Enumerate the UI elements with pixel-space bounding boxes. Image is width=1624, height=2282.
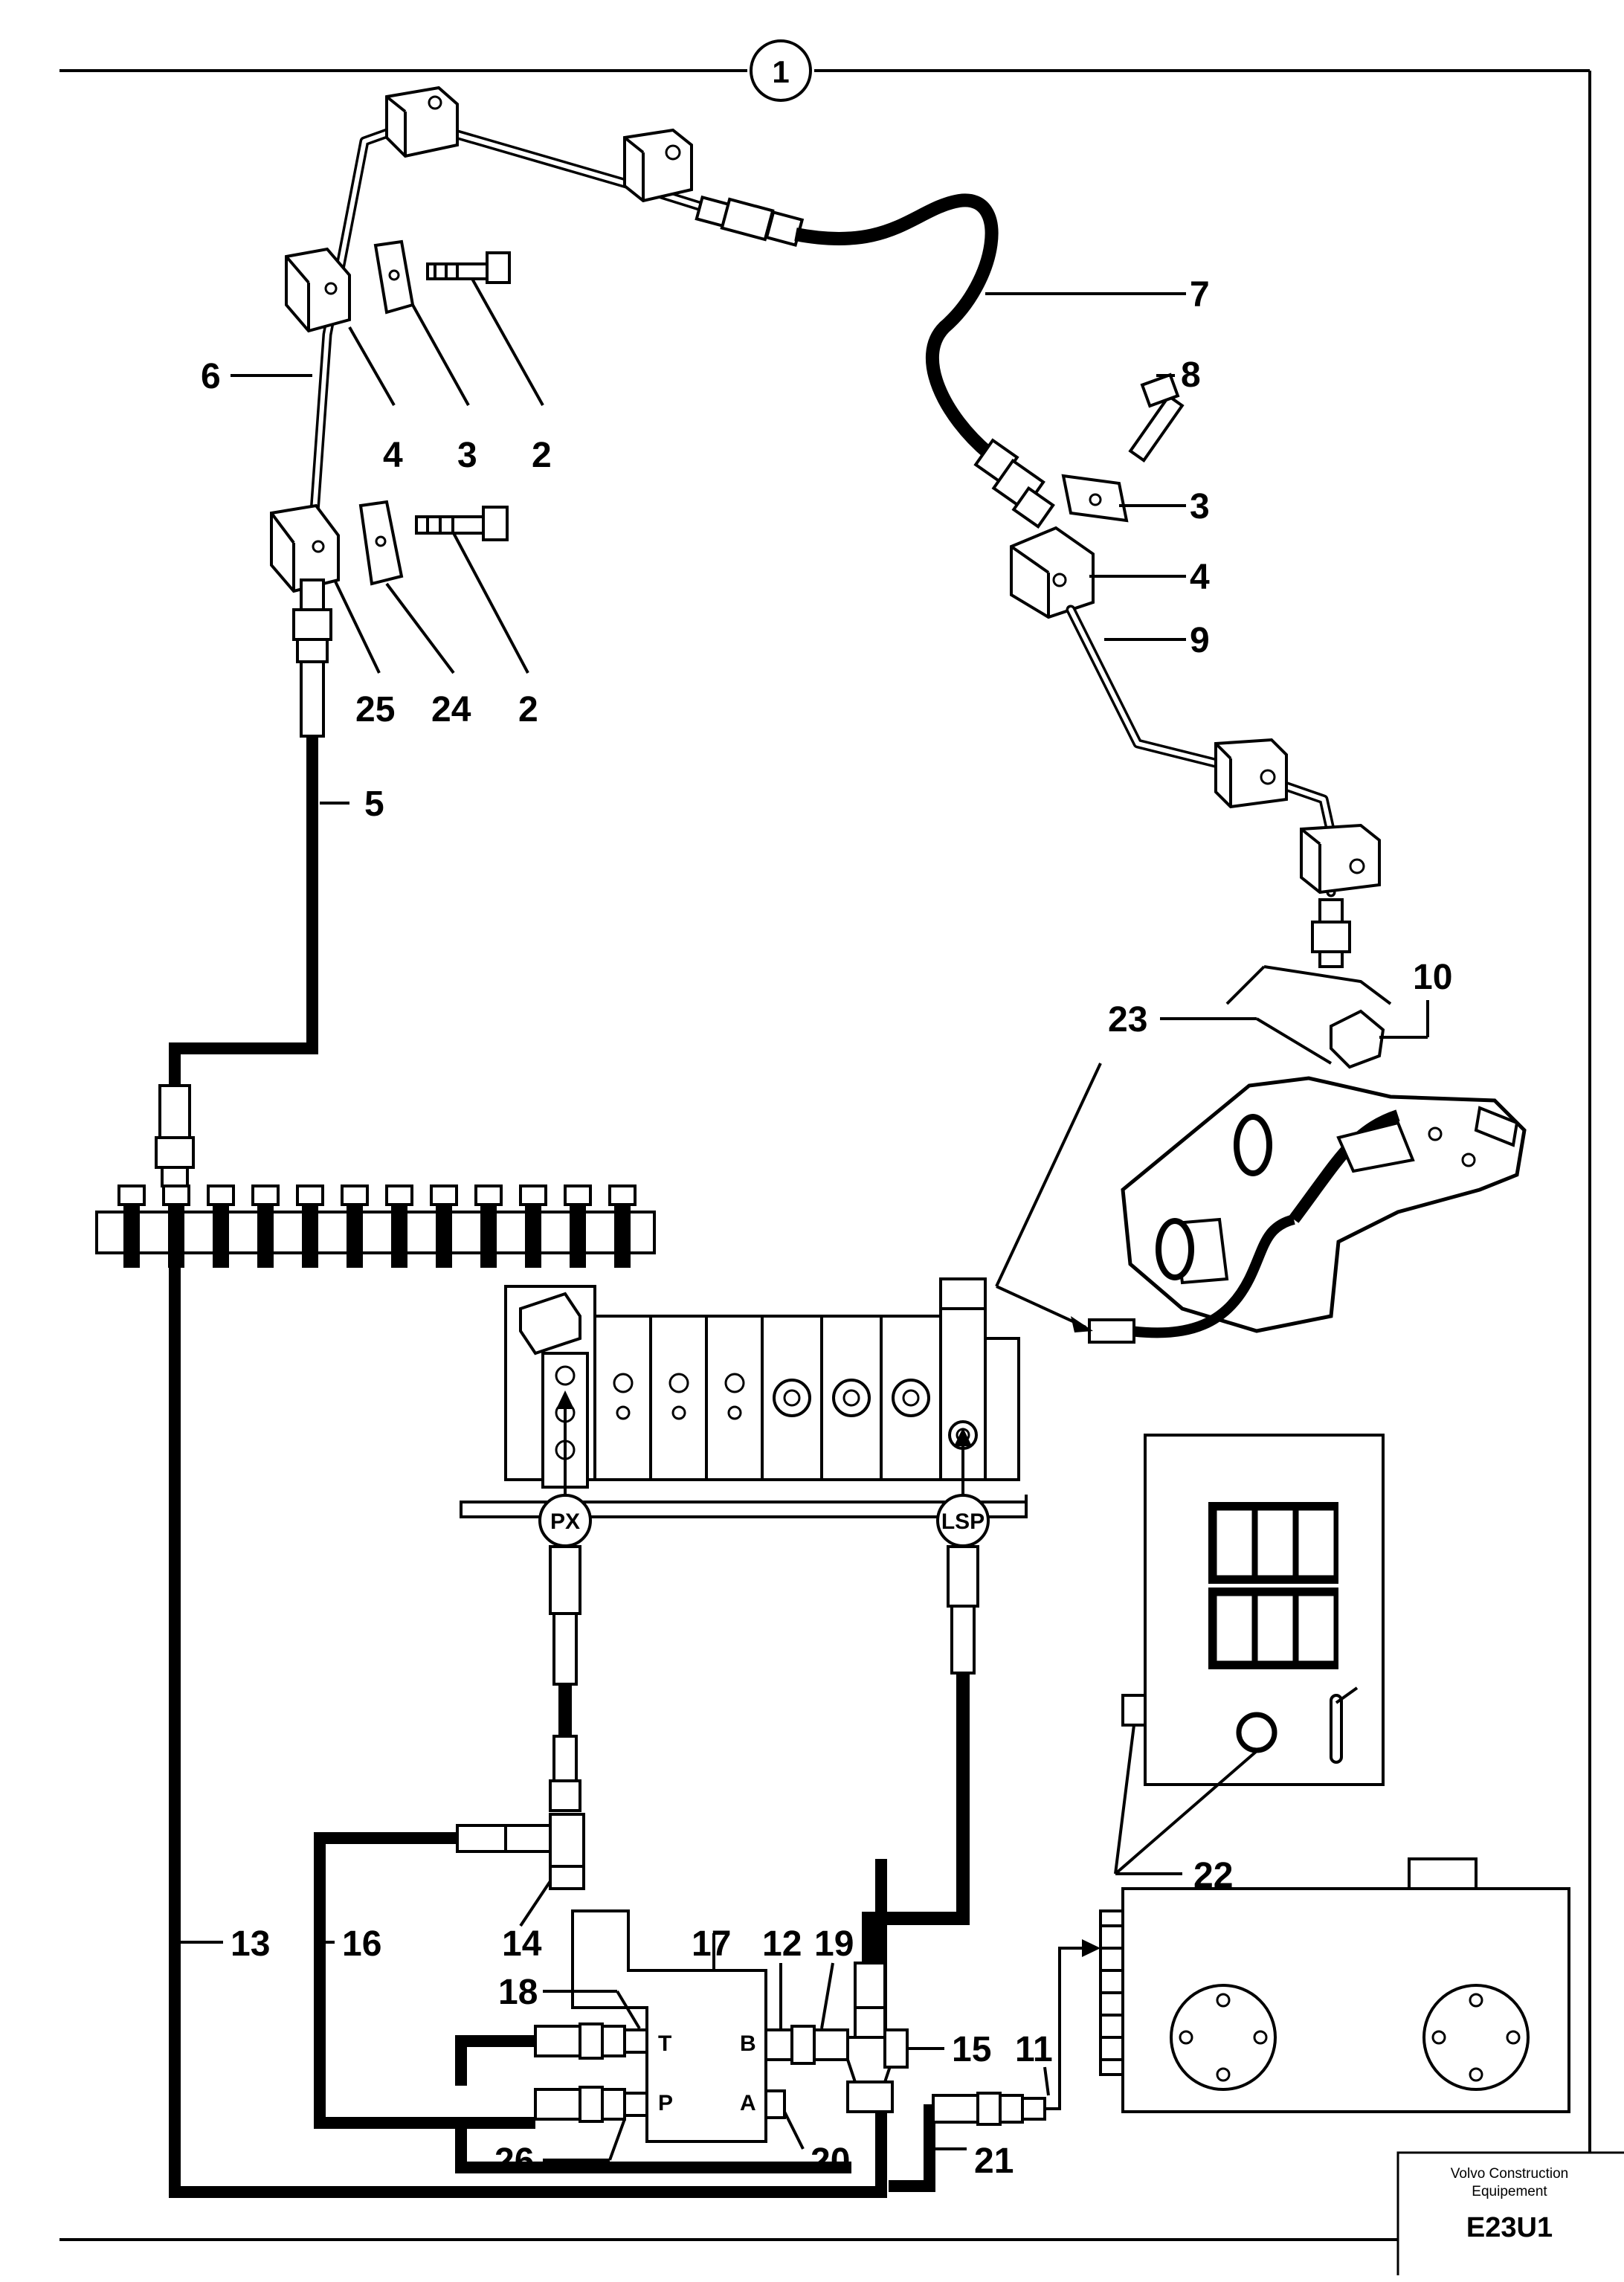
callout-6: 6 — [201, 357, 221, 396]
px-hose — [549, 1545, 581, 1812]
clamp-plate-upper — [373, 239, 415, 315]
view-number: 1 — [772, 54, 789, 89]
fitting-18-t — [534, 2022, 648, 2060]
callout-23: 23 — [1108, 1000, 1147, 1040]
callout-3-left: 3 — [457, 436, 477, 475]
tee-14 — [504, 1813, 585, 1890]
callout-5: 5 — [364, 784, 384, 824]
hydraulic-unit — [1099, 1857, 1570, 2113]
bracket-pointer-arrow — [996, 1285, 1086, 1329]
control-panel-22 — [1114, 1434, 1385, 1875]
port-p-label: P — [658, 2091, 673, 2115]
pipe-9-group-line — [1263, 965, 1392, 1005]
bracket-to-fitting-line — [995, 1063, 1102, 1287]
return-hose-p — [455, 2127, 851, 2173]
clamp-4-right — [1010, 526, 1095, 619]
clamp-plate-lower — [358, 500, 404, 586]
view-number-circle — [750, 39, 812, 102]
drawing-code: E23U1 — [1466, 2212, 1553, 2243]
callout-8: 8 — [1181, 355, 1201, 395]
lsp-hose-line — [862, 1673, 970, 1963]
callout-21: 21 — [974, 2141, 1014, 2181]
bolt-8 — [1128, 373, 1185, 462]
hose-7-fitting-lower — [973, 438, 1055, 529]
bracket-hose-fitting — [1088, 1318, 1135, 1344]
title-block: Volvo Construction Equipement E23U1 — [1396, 2151, 1624, 2275]
valve-block-17: T P B A — [571, 1909, 767, 2143]
callout-26: 26 — [494, 2141, 534, 2181]
leader-lines — [175, 278, 1429, 2162]
fitting-11 — [932, 2092, 1046, 2126]
pipe-9-fitting — [1311, 898, 1351, 968]
hose-16-fitting — [456, 1824, 507, 1853]
callout-3-right: 3 — [1190, 487, 1210, 526]
port-px-label: PX — [550, 1509, 580, 1534]
lsp-hose — [947, 1545, 979, 1675]
pipe-clamp-top-2 — [623, 128, 693, 203]
attachment-bracket-23 — [1121, 1076, 1527, 1333]
drawing-frame: 1 — [59, 39, 1591, 2241]
callout-22: 22 — [1193, 1856, 1233, 1895]
callout-4-left: 4 — [383, 436, 403, 475]
callout-24: 24 — [431, 690, 471, 729]
callout-18: 18 — [498, 1973, 538, 2012]
callout-2-upper: 2 — [532, 436, 552, 475]
callout-20: 20 — [811, 2141, 850, 2181]
hose-21 — [889, 2104, 935, 2192]
callout-4-right: 4 — [1190, 558, 1210, 597]
hose-16 — [314, 1832, 535, 2129]
callout-9: 9 — [1190, 621, 1210, 660]
bracket-arrowhead — [1071, 1316, 1093, 1332]
return-hose-t — [455, 2035, 535, 2086]
callout-2-lower: 2 — [518, 690, 538, 729]
callout-13: 13 — [231, 1924, 270, 1964]
fitting-12-19-b — [764, 2025, 849, 2065]
fitting-26-p — [534, 2086, 648, 2123]
bracket-to-pipe-line — [1225, 965, 1266, 1005]
manufacturer-line1: Volvo Construction — [1451, 2166, 1568, 2182]
fitting-11-arrowhead — [1082, 1939, 1101, 1957]
bracket-hose — [1130, 1214, 1296, 1338]
plug-10 — [1330, 1009, 1385, 1069]
port-lsp-label: LSP — [941, 1509, 985, 1534]
callouts: 7 8 3 4 9 6 4 3 2 25 24 2 5 10 23 22 13 … — [201, 275, 1452, 2181]
callout-11: 11 — [1015, 2030, 1053, 2069]
callout-10: 10 — [1413, 958, 1452, 997]
pipe-9-clamp-2 — [1300, 823, 1381, 895]
manifold-bolt-bar — [95, 1184, 656, 1268]
port-a-label: A — [740, 2091, 756, 2115]
manufacturer-line2: Equipement — [1472, 2184, 1547, 2199]
pipe-clamp-mid — [285, 247, 351, 333]
hose-fitting-5-upper — [292, 578, 332, 738]
fitting-11-pointer — [1045, 1947, 1093, 2110]
callout-7: 7 — [1190, 275, 1210, 315]
callout-15: 15 — [952, 2030, 991, 2069]
tee-15 — [846, 1962, 909, 2113]
clamp-plate-3-right — [1061, 474, 1129, 523]
hose-5 — [169, 736, 318, 1086]
bolt-lower — [415, 506, 509, 541]
callout-17: 17 — [692, 1924, 731, 1964]
callout-25: 25 — [355, 690, 395, 729]
pipe-clamp-lower — [270, 503, 340, 593]
callout-12: 12 — [762, 1924, 802, 1964]
plug-20-a — [764, 2089, 786, 2119]
pipe-clamp-top-1 — [385, 86, 459, 158]
control-valve — [460, 1277, 1028, 1518]
bolt-upper — [426, 251, 511, 284]
callout-14: 14 — [502, 1924, 542, 1964]
hose-7 — [794, 193, 999, 459]
bolt-row — [117, 1184, 637, 1268]
hose-5-fitting-lower — [155, 1084, 195, 1187]
port-lsp-marker: LSP — [936, 1428, 990, 1547]
callout-16: 16 — [342, 1924, 381, 1964]
port-px-marker: PX — [538, 1390, 592, 1547]
callout-19: 19 — [814, 1924, 854, 1964]
port-b-label: B — [740, 2031, 756, 2056]
port-t-label: T — [658, 2031, 671, 2056]
pipe-9-clamp-1 — [1214, 738, 1288, 809]
hose-7-fitting-upper — [695, 195, 805, 248]
